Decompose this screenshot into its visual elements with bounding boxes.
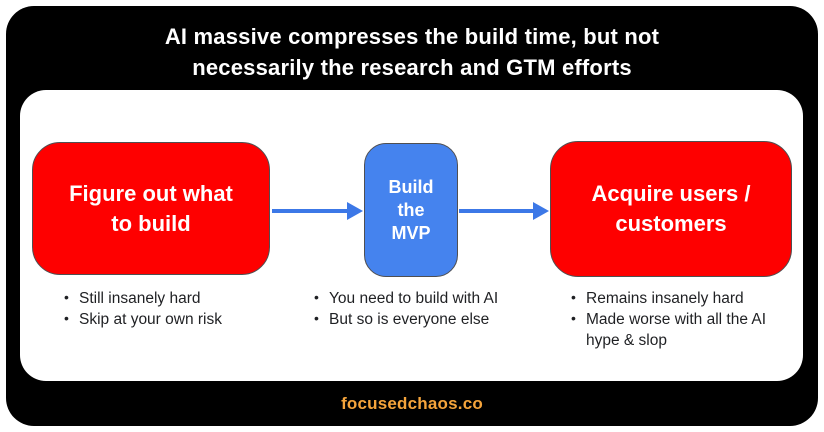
flow-box-label-line: Build	[388, 176, 434, 197]
title-line-1: AI massive compresses the build time, bu…	[164, 24, 660, 49]
note-item: Made worse with all the AI hype & slop	[569, 308, 795, 351]
flow-box-build-the-mvp: Build the MVP	[364, 143, 458, 277]
flow-arrow-2-head	[533, 202, 549, 220]
flow-box-label-line: to build	[111, 210, 191, 236]
flow-box-label-line: Figure out what	[69, 180, 233, 206]
note-item: Remains insanely hard	[569, 287, 795, 309]
flow-box-label-line: customers	[615, 211, 727, 236]
notes-build-mvp: You need to build with AI But so is ever…	[312, 287, 544, 330]
flow-arrow-1-head	[347, 202, 363, 220]
notes-figure-out: Still insanely hard Skip at your own ris…	[62, 287, 274, 330]
diagram-title: AI massive compresses the build time, bu…	[0, 21, 824, 83]
flow-box-label-line: the	[397, 199, 425, 220]
note-item: Skip at your own risk	[62, 308, 274, 330]
footer-site-label: focusedchaos.co	[341, 394, 483, 413]
flow-arrow-1-line	[272, 209, 348, 213]
note-item: You need to build with AI	[312, 287, 544, 309]
title-line-2: necessarily the research and GTM efforts	[192, 55, 632, 80]
note-item: But so is everyone else	[312, 308, 544, 330]
flow-box-label-line: MVP	[391, 222, 431, 243]
flow-box-figure-out-what-to-build: Figure out what to build	[32, 142, 270, 275]
notes-acquire-users: Remains insanely hard Made worse with al…	[569, 287, 795, 351]
flow-arrow-2-line	[459, 209, 534, 213]
flow-box-label-line: Acquire users /	[591, 181, 751, 206]
note-item: Still insanely hard	[62, 287, 274, 309]
flow-box-acquire-users-customers: Acquire users / customers	[550, 141, 792, 277]
